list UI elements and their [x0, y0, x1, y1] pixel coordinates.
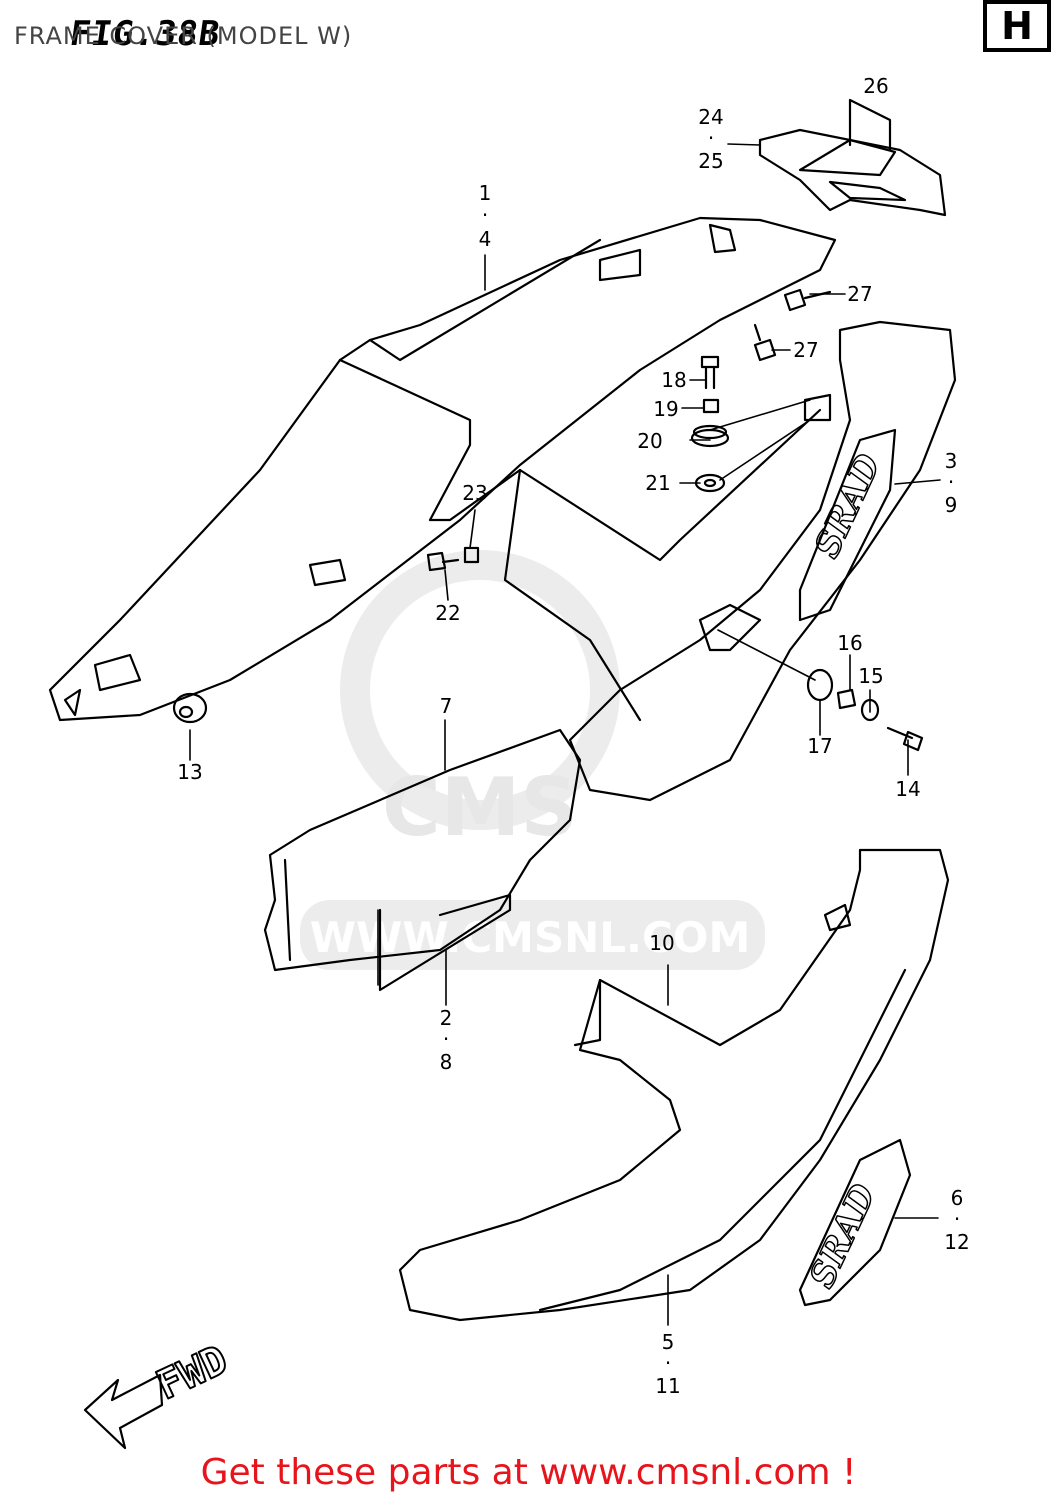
watermark: CMS WWW.CMSNL.COM	[300, 550, 765, 970]
seat-cowl-part	[758, 98, 947, 217]
callout-10: 10	[649, 931, 674, 955]
callout-4: 4	[479, 227, 492, 251]
watermark-logo: CMS	[382, 761, 578, 854]
callout-20: 20	[637, 429, 662, 453]
parts-link[interactable]: Get these parts at www.cmsnl.com !	[200, 1452, 857, 1493]
fasteners	[172, 288, 924, 752]
callout-dot: ·	[443, 1027, 449, 1051]
callout-15: 15	[858, 664, 883, 688]
callout-6: 6	[951, 1186, 964, 1210]
callout-dot: ·	[482, 203, 488, 227]
srad-decal-lower: SRAD	[802, 1178, 884, 1294]
section-letter-box: H	[983, 0, 1051, 52]
leader-lines	[189, 143, 941, 1326]
callout-21: 21	[645, 471, 670, 495]
callout-9: 9	[945, 493, 958, 517]
side-cover-lower-part	[398, 848, 950, 1322]
callout-3: 3	[945, 449, 958, 473]
callout-22: 22	[435, 601, 460, 625]
callout-14: 14	[895, 777, 920, 801]
callout-5: 5	[662, 1330, 675, 1354]
callout-24: 24	[698, 105, 723, 129]
callout-dot: ·	[708, 126, 714, 150]
callout-1: 1	[479, 181, 492, 205]
callout-23: 23	[462, 481, 487, 505]
callout-13: 13	[177, 760, 202, 784]
callout-26: 26	[863, 74, 888, 98]
srad-decal-upper: SRAD	[807, 448, 889, 564]
callout-8: 8	[440, 1050, 453, 1074]
callout-dot: ·	[948, 470, 954, 494]
callout-16: 16	[837, 631, 862, 655]
callout-19: 19	[653, 397, 678, 421]
tail-cover-part	[48, 216, 837, 722]
callout-17: 17	[807, 734, 832, 758]
callout-18: 18	[661, 368, 686, 392]
under-cover-part	[263, 728, 582, 992]
callout-7: 7	[440, 694, 453, 718]
callout-dot: ·	[954, 1207, 960, 1231]
callout-11: 11	[655, 1374, 680, 1398]
forward-arrow-icon: FWD	[83, 1336, 236, 1450]
diagram-title: FRAME COVER (MODEL W)	[14, 22, 353, 50]
callout-12: 12	[944, 1230, 969, 1254]
callout-27-lower: 27	[793, 338, 818, 362]
watermark-url: WWW.CMSNL.COM	[310, 913, 751, 962]
callout-dot: ·	[665, 1351, 671, 1375]
callout-labels: 1 · 4 2 · 8 3 · 9 5 · 11 6 · 12 7 10 13 …	[177, 74, 969, 1398]
callout-2: 2	[440, 1006, 453, 1030]
callout-25: 25	[698, 149, 723, 173]
side-cover-right-part: SRAD	[568, 320, 957, 802]
callout-27-upper: 27	[847, 282, 872, 306]
